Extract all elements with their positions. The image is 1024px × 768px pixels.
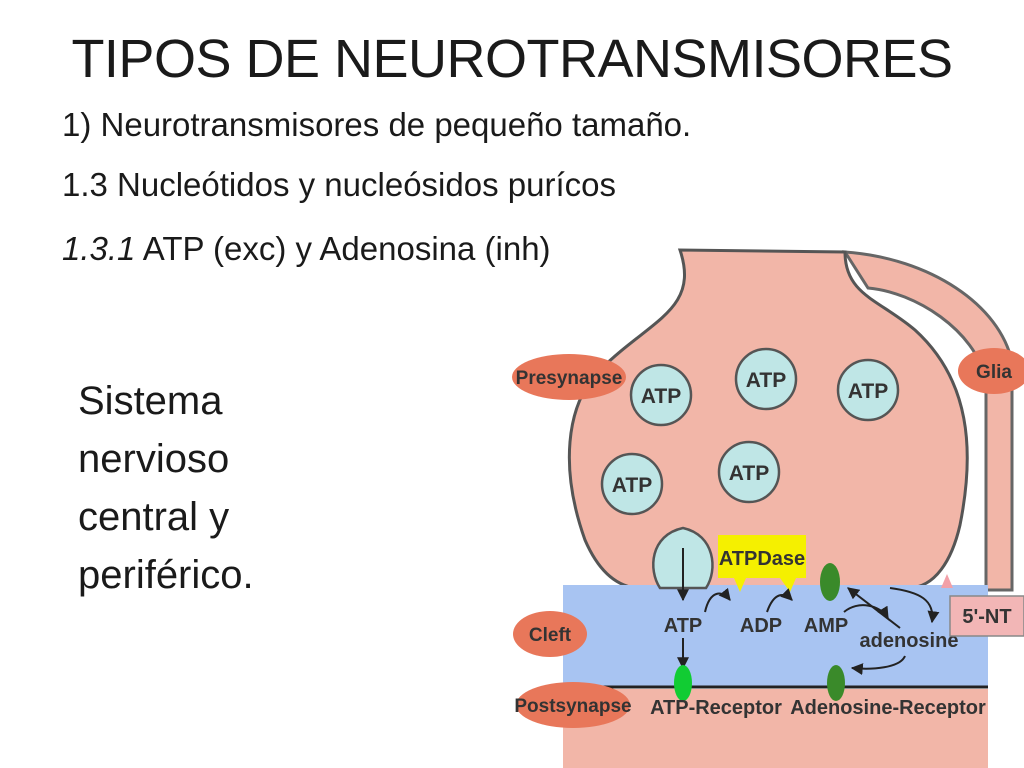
nt5-enzyme-presynaptic xyxy=(820,563,840,601)
presynapse-label-ellipse xyxy=(512,354,626,400)
scope-note: Sistema nervioso central y periférico. xyxy=(78,372,378,604)
heading-level-3-number: 1.3.1 xyxy=(62,230,136,267)
svg-text:ATP: ATP xyxy=(729,462,769,485)
cleft-label-ellipse xyxy=(513,611,587,657)
cleft-label: Cleft xyxy=(529,625,572,646)
presynapse-label: Presynapse xyxy=(516,368,623,389)
vesicle: ATP xyxy=(836,358,900,422)
postsynapse-label-ellipse xyxy=(516,682,630,728)
vesicle: ATP xyxy=(600,452,664,516)
svg-text:ATP: ATP xyxy=(612,474,652,497)
heading-level-2: 1.3 Nucleótidos y nucleósidos purícos xyxy=(62,166,616,203)
postsynaptic-cell xyxy=(563,689,988,768)
glia-cell xyxy=(842,250,1014,592)
svg-text:ATP: ATP xyxy=(746,369,786,392)
adenosine-receptor xyxy=(827,665,845,701)
slide-title: TIPOS DE NEUROTRANSMISORES xyxy=(71,29,953,89)
reaction-arrows xyxy=(677,548,940,676)
atpdase-label: ATPDase xyxy=(719,548,805,570)
nt5-box xyxy=(949,595,1024,637)
glia-membrane-marker xyxy=(941,574,953,588)
postsynapse-label: Postsynapse xyxy=(514,696,631,717)
svg-text:ATP: ATP xyxy=(848,380,888,403)
molecule-atp: ATP xyxy=(664,615,703,637)
scope-note-line: central y xyxy=(78,495,230,539)
vesicle: ATP xyxy=(629,363,693,427)
vesicle: ATP xyxy=(734,347,798,411)
adenosine-receptor-label: Adenosine-Receptor xyxy=(790,697,986,719)
heading-level-1: 1) Neurotransmisores de pequeño tamaño. xyxy=(62,106,692,143)
molecule-adenosine: adenosine xyxy=(860,630,959,652)
glia-label-ellipse xyxy=(958,348,1024,394)
atp-receptor-label: ATP-Receptor xyxy=(650,697,782,719)
molecule-amp: AMP xyxy=(804,615,848,637)
scope-note-line: nervioso xyxy=(78,437,230,481)
scope-note-line: Sistema xyxy=(78,379,223,423)
molecule-adp: ADP xyxy=(740,615,782,637)
svg-text:ATP: ATP xyxy=(641,385,681,408)
scope-note-line: periférico. xyxy=(78,553,254,597)
atp-receptor xyxy=(674,665,692,701)
atpdase-enzyme xyxy=(718,535,806,592)
vesicle: ATP xyxy=(717,440,781,504)
nt5-label: 5'-NT xyxy=(962,606,1011,628)
glia-label: Glia xyxy=(976,362,1012,383)
synaptic-cleft xyxy=(563,585,988,687)
heading-level-3-text: ATP (exc) y Adenosina (inh) xyxy=(135,230,551,267)
heading-level-3: 1.3.1 ATP (exc) y Adenosina (inh) xyxy=(62,230,551,268)
